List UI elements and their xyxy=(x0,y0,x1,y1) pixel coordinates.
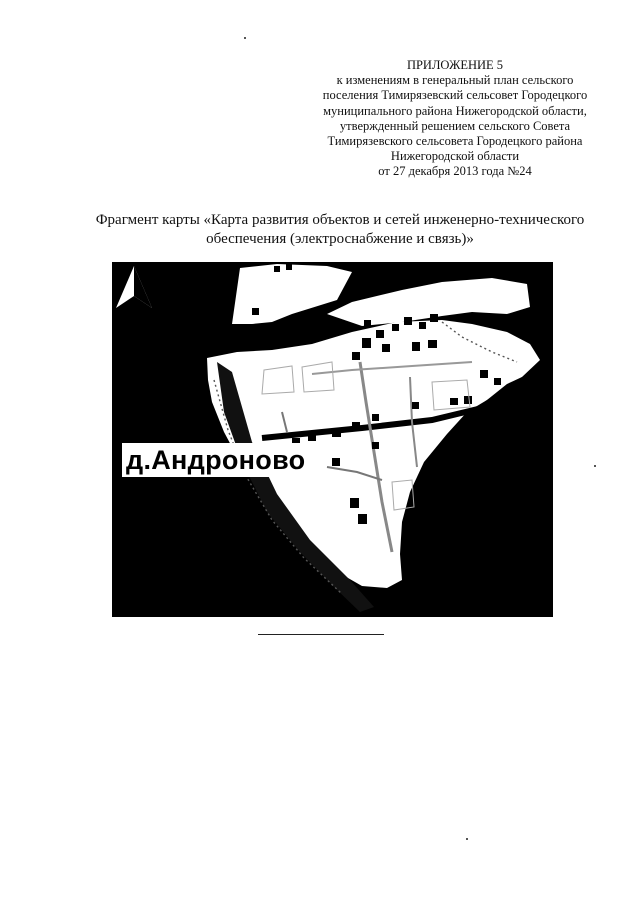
appendix-line: муниципального района Нижегородской обла… xyxy=(323,103,587,118)
village-label: д.Андроново xyxy=(122,443,310,477)
appendix-line: утвержденный решением сельского Совета xyxy=(339,118,571,133)
appendix-line: поселения Тимирязевский сельсовет Городе… xyxy=(322,88,588,103)
appendix-line: от 27 декабря 2013 года №24 xyxy=(378,164,532,179)
separator-line xyxy=(258,634,384,635)
upper-land-strip xyxy=(232,264,352,324)
title-line: Фрагмент карты «Карта развития объектов … xyxy=(95,212,585,228)
road xyxy=(326,466,383,481)
map-drawing xyxy=(158,264,553,617)
road xyxy=(409,376,418,468)
upper-land-strip xyxy=(327,278,530,326)
road xyxy=(281,411,288,433)
power-line xyxy=(213,379,343,595)
scan-speck xyxy=(594,465,596,467)
buildings xyxy=(158,264,501,524)
appendix-header: ПРИЛОЖЕНИЕ 5 к изменениям в генеральный … xyxy=(300,58,610,180)
map-fragment: д.Андроново xyxy=(112,262,553,617)
appendix-line: ПРИЛОЖЕНИЕ 5 xyxy=(406,58,504,72)
scan-speck xyxy=(244,37,246,39)
forest-area xyxy=(430,366,553,617)
scan-speck xyxy=(466,838,468,840)
title-line: обеспечения (электроснабжение и связь)» xyxy=(206,231,474,247)
dark-corridor xyxy=(217,362,374,612)
north-arrow-icon xyxy=(112,262,156,314)
road xyxy=(358,361,394,553)
road xyxy=(311,361,473,375)
power-line xyxy=(441,321,518,363)
land-parcels xyxy=(261,361,471,511)
document-title: Фрагмент карты «Карта развития объектов … xyxy=(60,211,620,249)
road xyxy=(261,405,483,441)
appendix-line: Нижегородской области xyxy=(390,149,520,164)
appendix-line: к изменениям в генеральный план сельског… xyxy=(336,73,574,88)
appendix-line: Тимирязевского сельсовета Городецкого ра… xyxy=(327,134,583,149)
